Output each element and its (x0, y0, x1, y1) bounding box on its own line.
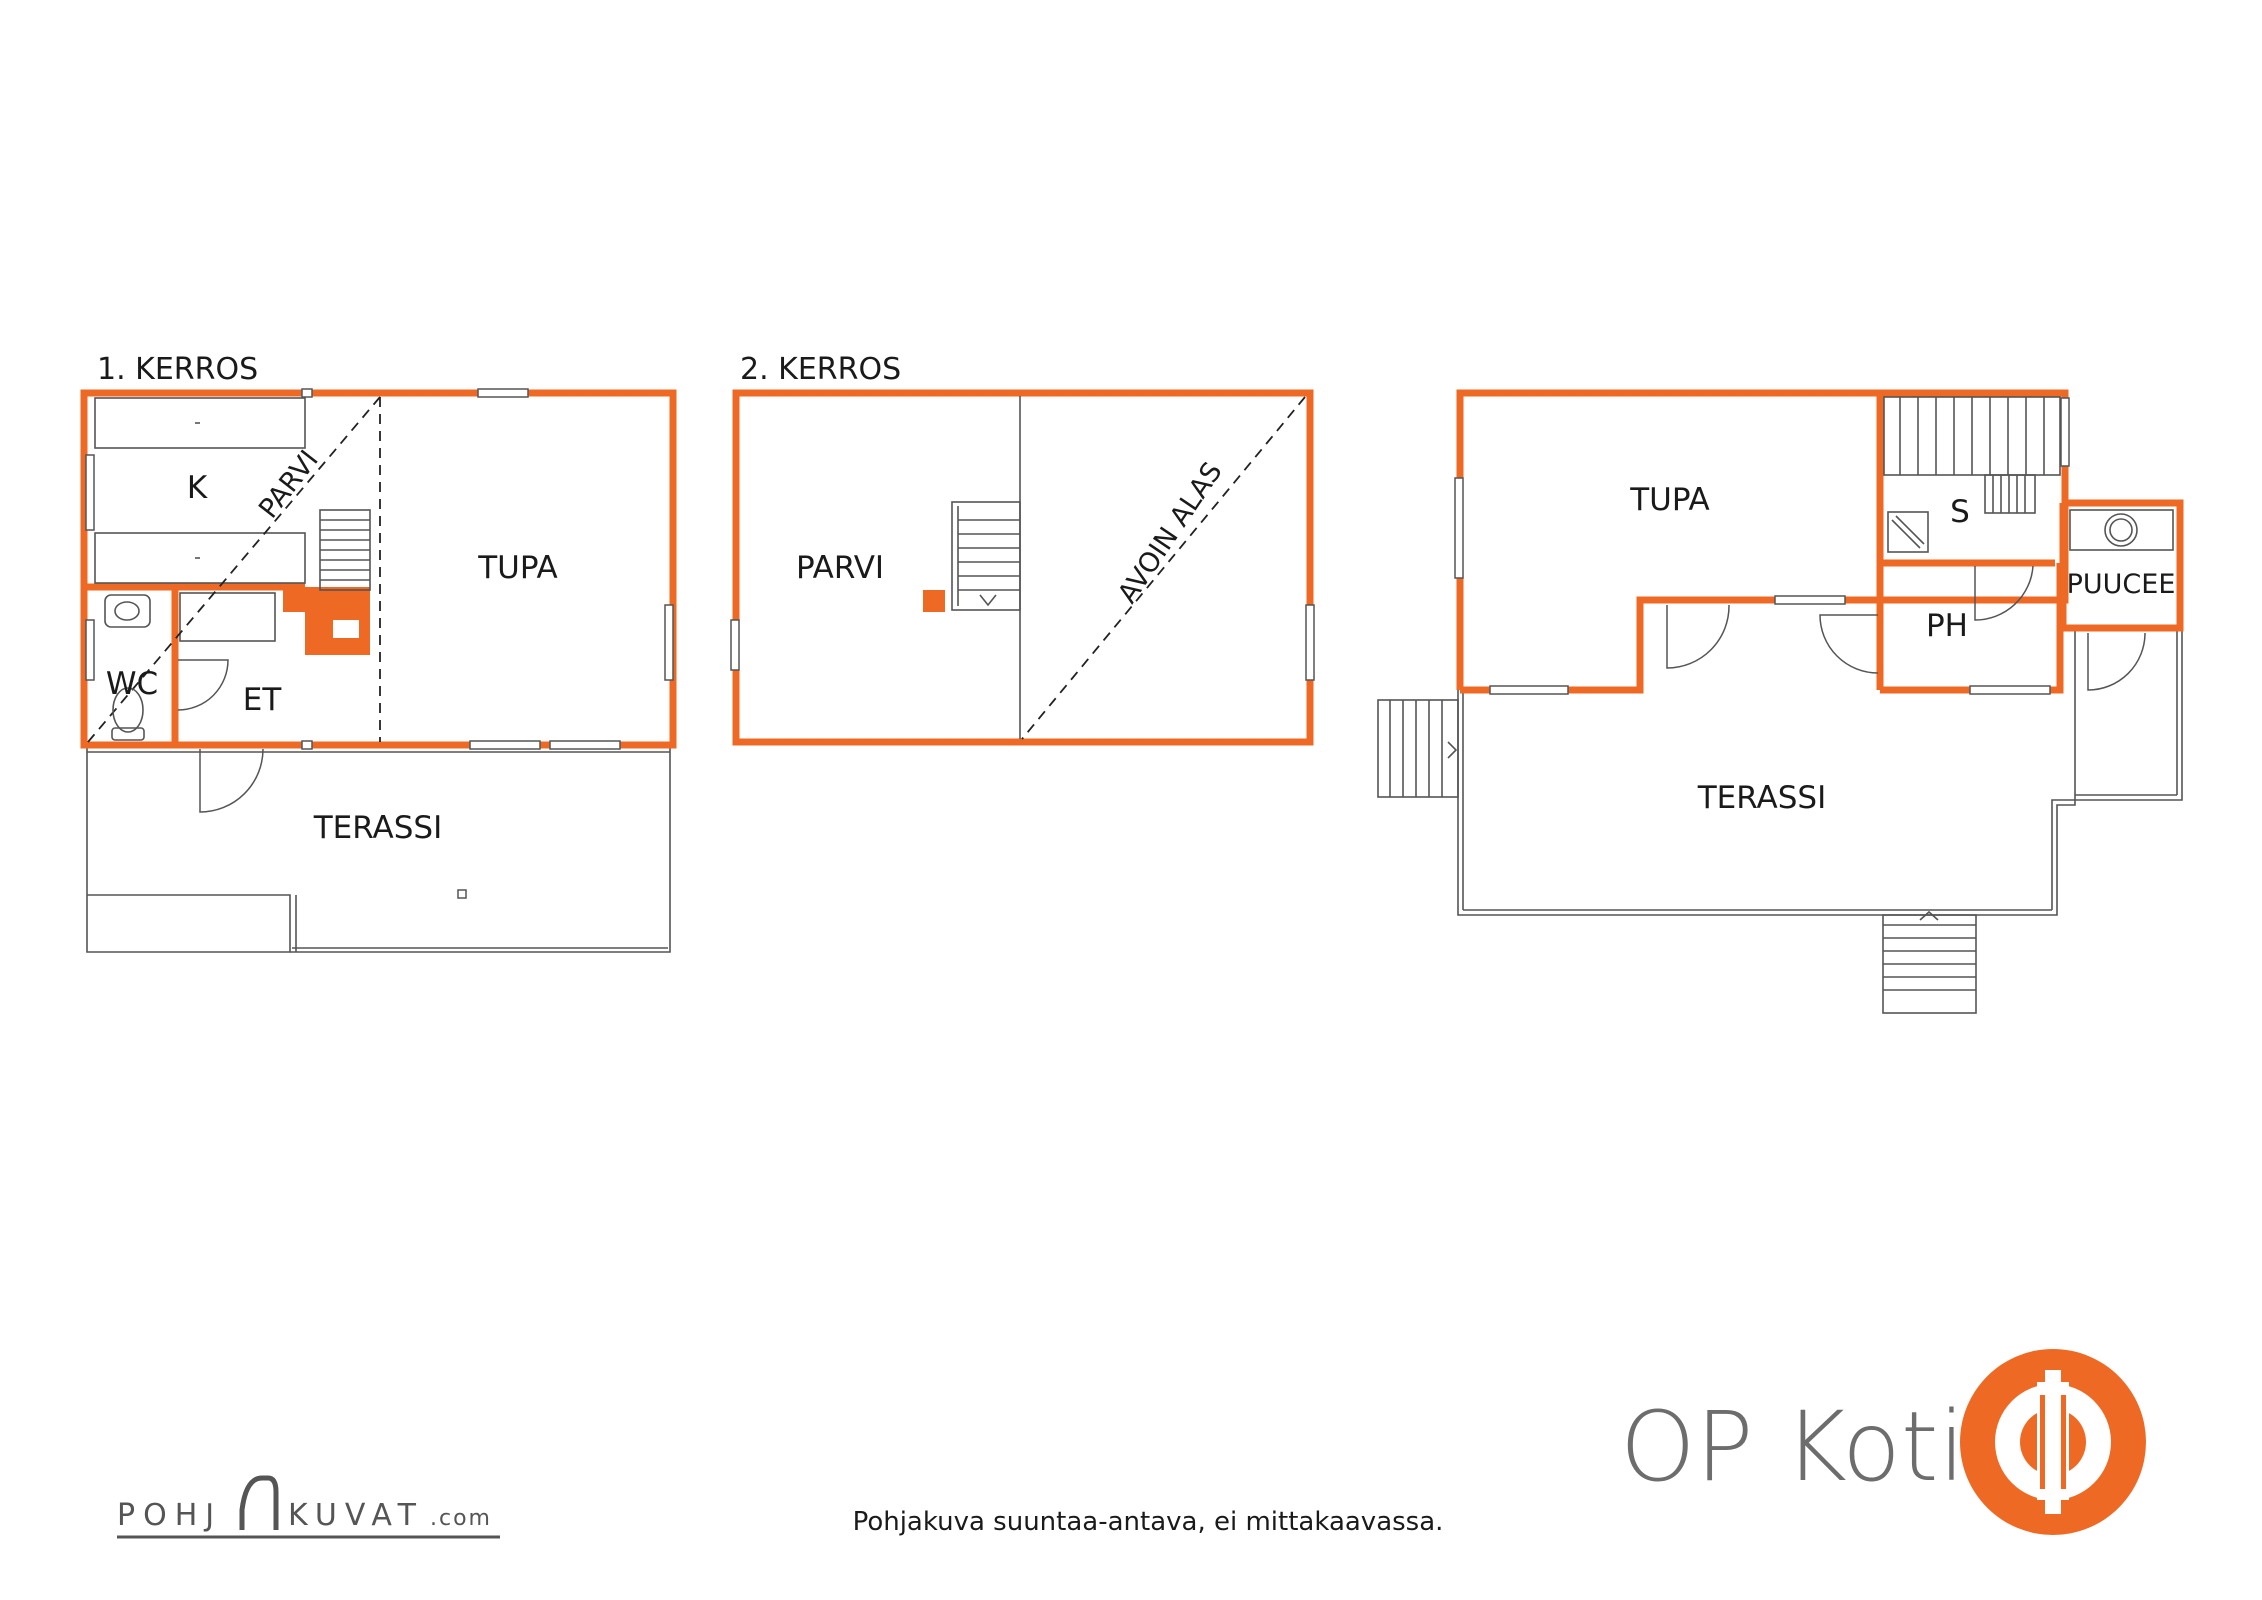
watermark-left-text: POHJ (117, 1498, 222, 1533)
watermark-right-text: KUVAT (288, 1498, 424, 1533)
room-label-k: K (187, 470, 208, 506)
room-label-parvi-floor2: PARVI (796, 550, 884, 586)
label-avoin-alas: AVOIN ALAS (1112, 457, 1229, 609)
room-label-parvi-floor1: PARVI (253, 445, 325, 525)
sauna-plan: TUPA S PUUCEE PH TERASSI (1377, 389, 2184, 1014)
room-label-terassi-floor1: TERASSI (313, 810, 443, 846)
pohjakuvat-watermark: POHJ KUVAT .com (117, 1475, 500, 1539)
room-label-et: ET (243, 682, 283, 718)
room-label-wc: WC (106, 666, 158, 702)
room-label-s: S (1950, 494, 1970, 530)
room-label-puucee: PUUCEE (2067, 569, 2176, 600)
floor-1-plan: 1. KERROS (80, 352, 677, 953)
floor-1-heading: 1. KERROS (97, 352, 258, 387)
op-logo-icon (1960, 1349, 2146, 1535)
room-label-tupa-sauna: TUPA (1629, 482, 1710, 518)
floor-2-heading: 2. KERROS (740, 352, 901, 387)
floor-2-plan: 2. KERROS PARVI AVOIN ALAS (730, 352, 1315, 746)
watermark-a-glyph (239, 1475, 279, 1530)
room-label-ph: PH (1926, 608, 1968, 644)
brand-name: OP Koti (1620, 1391, 1965, 1503)
watermark-domain-text: .com (430, 1506, 492, 1531)
disclaimer-note: Pohjakuva suuntaa-antava, ei mittakaavas… (853, 1507, 1444, 1537)
room-label-tupa-floor1: TUPA (477, 550, 558, 586)
room-label-terassi-sauna: TERASSI (1697, 780, 1827, 816)
footer: POHJ KUVAT .com Pohjakuva suuntaa-antava… (117, 1349, 2146, 1539)
